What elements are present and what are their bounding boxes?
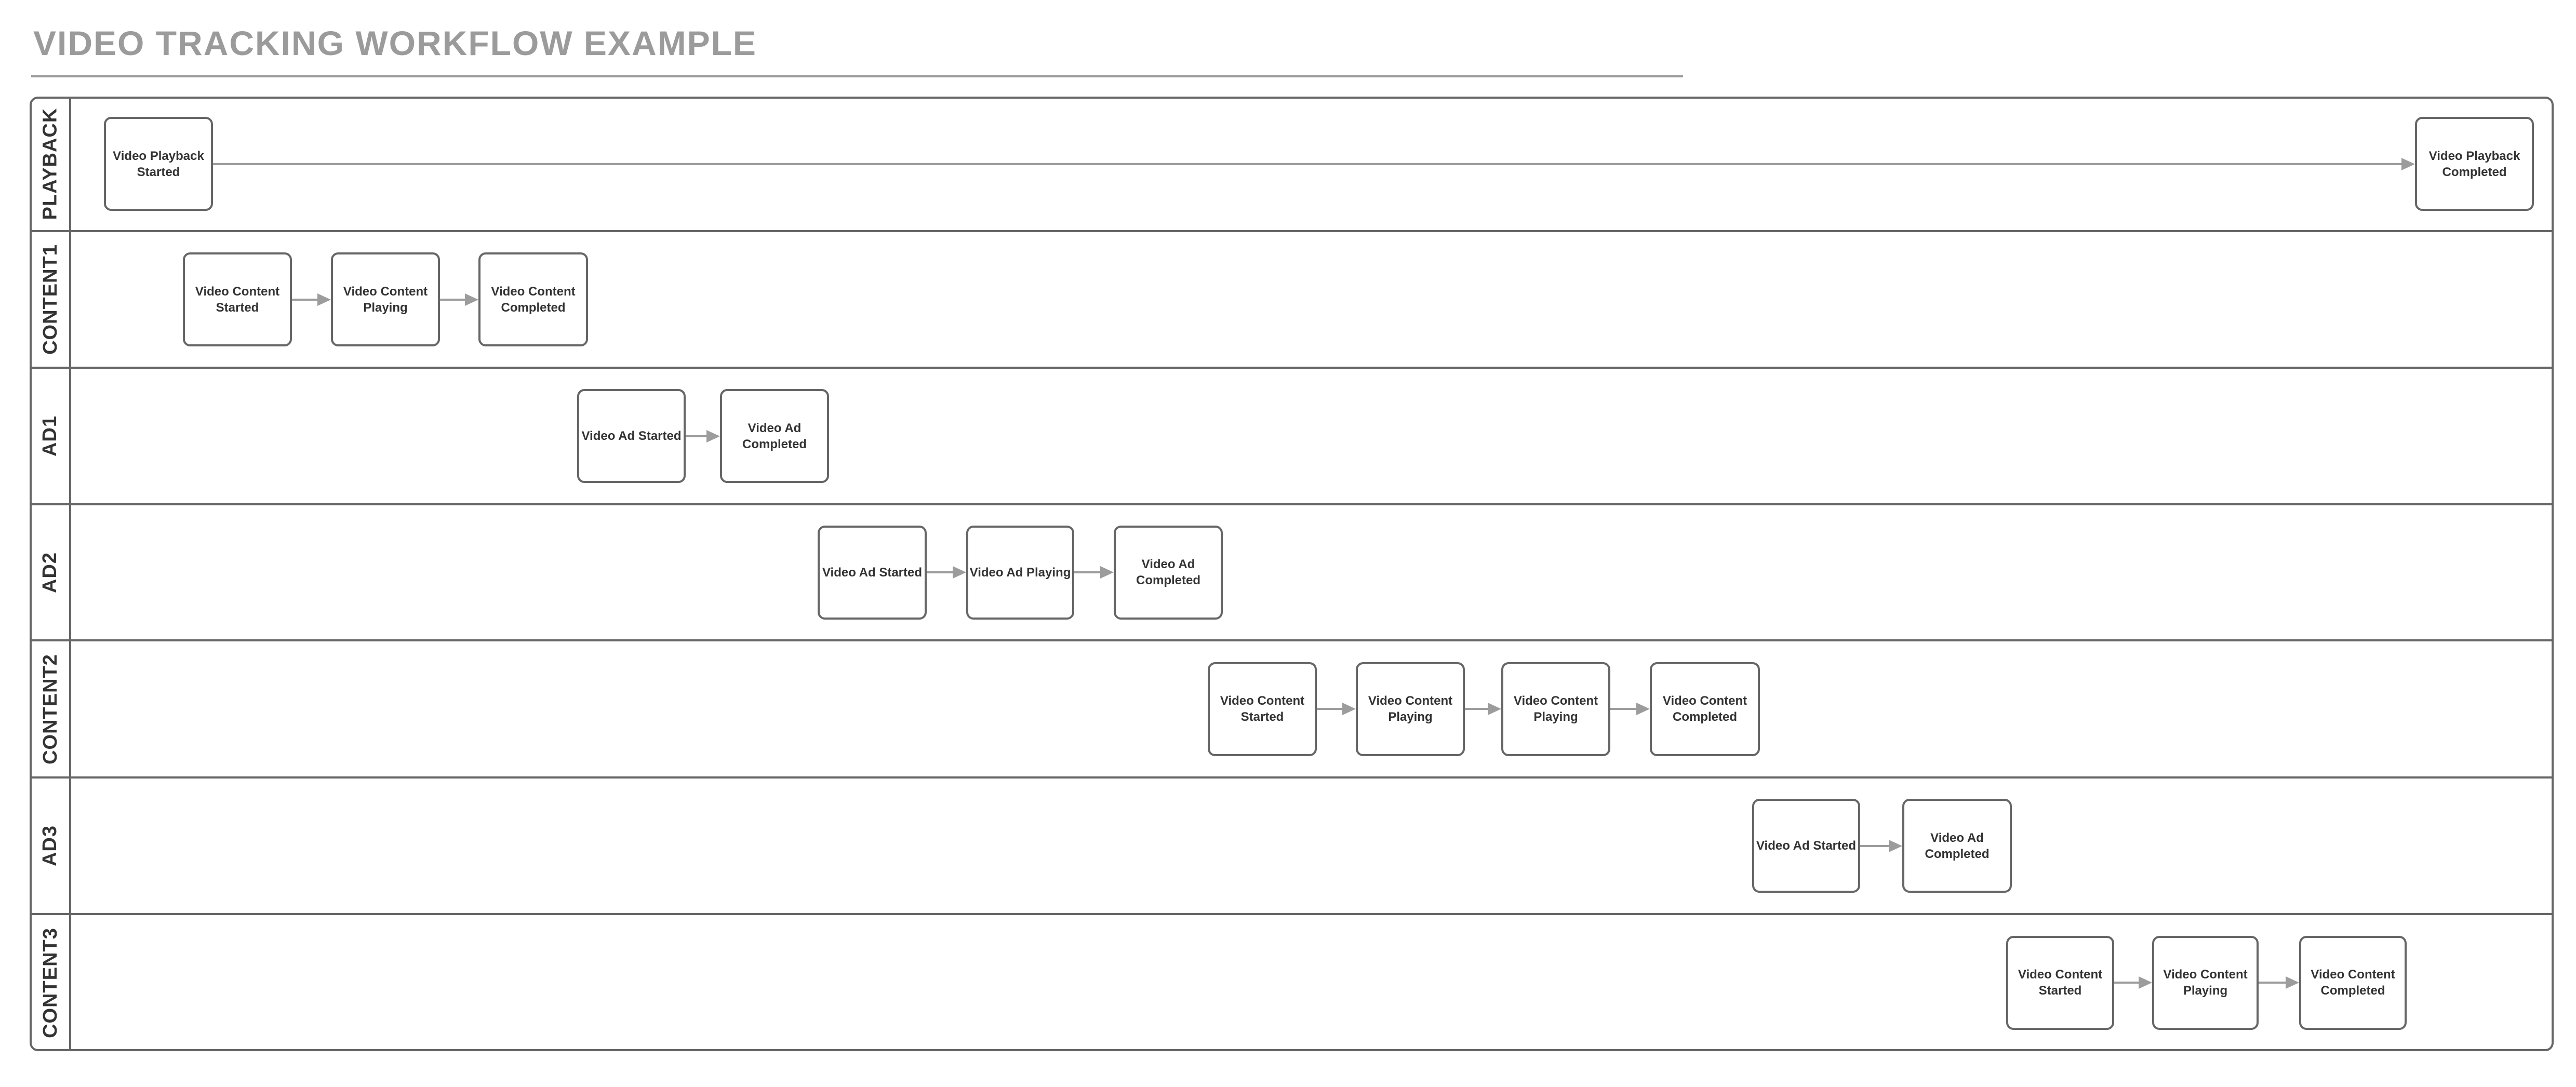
- lane-divider: [31, 913, 2553, 915]
- flow-arrow: [213, 157, 2415, 170]
- node-video-playback-started: Video Playback Started: [104, 117, 213, 211]
- node-label: Video Content Completed: [2311, 968, 2395, 998]
- node-video-ad-started: Video Ad Started: [818, 525, 927, 620]
- node-label: Video Content Playing: [343, 284, 428, 315]
- node-label: Video Ad Started: [1756, 839, 1857, 853]
- flow-arrow: [440, 293, 478, 306]
- arrow-line: [1317, 708, 1344, 710]
- flow-arrow: [292, 293, 331, 306]
- arrow-head-icon: [1100, 566, 1114, 579]
- lane-label-text: AD1: [39, 415, 61, 457]
- arrow-head-icon: [1488, 703, 1501, 715]
- node-video-content-started: Video Content Started: [1208, 662, 1317, 756]
- flow-arrow: [927, 566, 966, 579]
- node-label: Video Content Completed: [491, 284, 576, 315]
- lane-label-playback: PLAYBACK: [32, 98, 69, 230]
- lane-label-ad3: AD3: [32, 779, 69, 913]
- lane-label-text: CONTENT2: [39, 653, 61, 764]
- node-video-content-playing: Video Content Playing: [1356, 662, 1465, 756]
- flow-arrow: [1465, 703, 1501, 715]
- arrow-line: [1860, 844, 1891, 847]
- arrow-head-icon: [2139, 976, 2152, 989]
- arrow-line: [1465, 708, 1490, 710]
- flow-arrow: [1610, 703, 1650, 715]
- node-video-ad-playing: Video Ad Playing: [966, 525, 1074, 620]
- arrow-head-icon: [465, 293, 478, 306]
- arrow-line: [440, 298, 467, 301]
- lane-label-ad1: AD1: [32, 369, 69, 503]
- node-video-content-playing: Video Content Playing: [2152, 935, 2259, 1030]
- flow-arrow: [1860, 839, 1902, 852]
- node-video-ad-completed: Video Ad Completed: [720, 389, 829, 483]
- arrow-line: [927, 571, 955, 573]
- node-label: Video Content Completed: [1662, 694, 1747, 724]
- title-underline: [31, 75, 1683, 77]
- node-video-content-started: Video Content Started: [2006, 935, 2114, 1030]
- arrow-line: [686, 435, 709, 437]
- flow-arrow: [1074, 566, 1114, 579]
- node-video-content-started: Video Content Started: [183, 252, 292, 346]
- arrow-line: [1610, 708, 1638, 710]
- lane-label-divider: [69, 98, 71, 1050]
- flow-arrow: [2259, 976, 2299, 989]
- node-video-content-playing: Video Content Playing: [1501, 662, 1610, 756]
- swimlane-pool: [30, 97, 2554, 1051]
- arrow-line: [2259, 982, 2288, 984]
- node-video-ad-started: Video Ad Started: [577, 389, 686, 483]
- node-label: Video Ad Playing: [969, 565, 1071, 580]
- node-label: Video Content Started: [1220, 694, 1305, 724]
- lane-label-content2: CONTENT2: [32, 641, 69, 776]
- arrow-head-icon: [317, 293, 331, 306]
- arrow-line: [1074, 571, 1102, 573]
- lane-label-text: CONTENT1: [39, 244, 61, 355]
- lane-label-ad2: AD2: [32, 505, 69, 639]
- node-label: Video Content Playing: [1513, 694, 1598, 724]
- lane-label-text: AD3: [39, 825, 61, 867]
- node-video-content-completed: Video Content Completed: [2299, 935, 2407, 1030]
- arrow-head-icon: [1636, 703, 1650, 715]
- lane-label-content3: CONTENT3: [32, 915, 69, 1050]
- lane-label-text: PLAYBACK: [39, 108, 61, 220]
- node-label: Video Ad Completed: [1925, 830, 1990, 861]
- node-video-content-playing: Video Content Playing: [331, 252, 440, 346]
- arrow-head-icon: [1342, 703, 1356, 715]
- arrow-head-icon: [953, 566, 966, 579]
- lane-divider: [31, 367, 2553, 369]
- lane-divider: [31, 639, 2553, 641]
- lane-divider: [31, 230, 2553, 232]
- node-label: Video Content Started: [2018, 968, 2103, 998]
- node-label: Video Ad Completed: [1136, 557, 1200, 587]
- lane-divider: [31, 503, 2553, 505]
- lane-label-text: AD2: [39, 552, 61, 593]
- arrow-line: [292, 298, 319, 301]
- lane-label-content1: CONTENT1: [32, 232, 69, 367]
- arrow-head-icon: [1889, 839, 1902, 852]
- arrow-line: [2114, 982, 2141, 984]
- lane-label-text: CONTENT3: [39, 927, 61, 1038]
- arrow-head-icon: [2401, 157, 2415, 170]
- flow-arrow: [686, 430, 720, 442]
- arrow-line: [213, 163, 2404, 165]
- arrow-head-icon: [2286, 976, 2299, 989]
- node-label: Video Playback Started: [113, 149, 204, 179]
- flow-arrow: [2114, 976, 2152, 989]
- node-label: Video Playback Completed: [2428, 149, 2520, 179]
- node-label: Video Content Playing: [1368, 694, 1453, 724]
- node-label: Video Ad Started: [581, 429, 682, 443]
- flow-arrow: [1317, 703, 1356, 715]
- node-video-ad-completed: Video Ad Completed: [1114, 525, 1223, 620]
- node-label: Video Ad Completed: [742, 421, 807, 451]
- node-label: Video Ad Started: [822, 565, 923, 580]
- node-video-ad-completed: Video Ad Completed: [1902, 799, 2012, 893]
- lane-divider: [31, 776, 2553, 779]
- arrow-head-icon: [706, 430, 720, 442]
- node-video-ad-started: Video Ad Started: [1752, 799, 1860, 893]
- node-video-content-completed: Video Content Completed: [1650, 662, 1760, 756]
- node-label: Video Content Playing: [2163, 968, 2248, 998]
- node-video-content-completed: Video Content Completed: [478, 252, 588, 346]
- node-label: Video Content Started: [195, 284, 280, 315]
- diagram-title: VIDEO TRACKING WORKFLOW EXAMPLE: [33, 24, 757, 62]
- node-video-playback-completed: Video Playback Completed: [2415, 117, 2534, 211]
